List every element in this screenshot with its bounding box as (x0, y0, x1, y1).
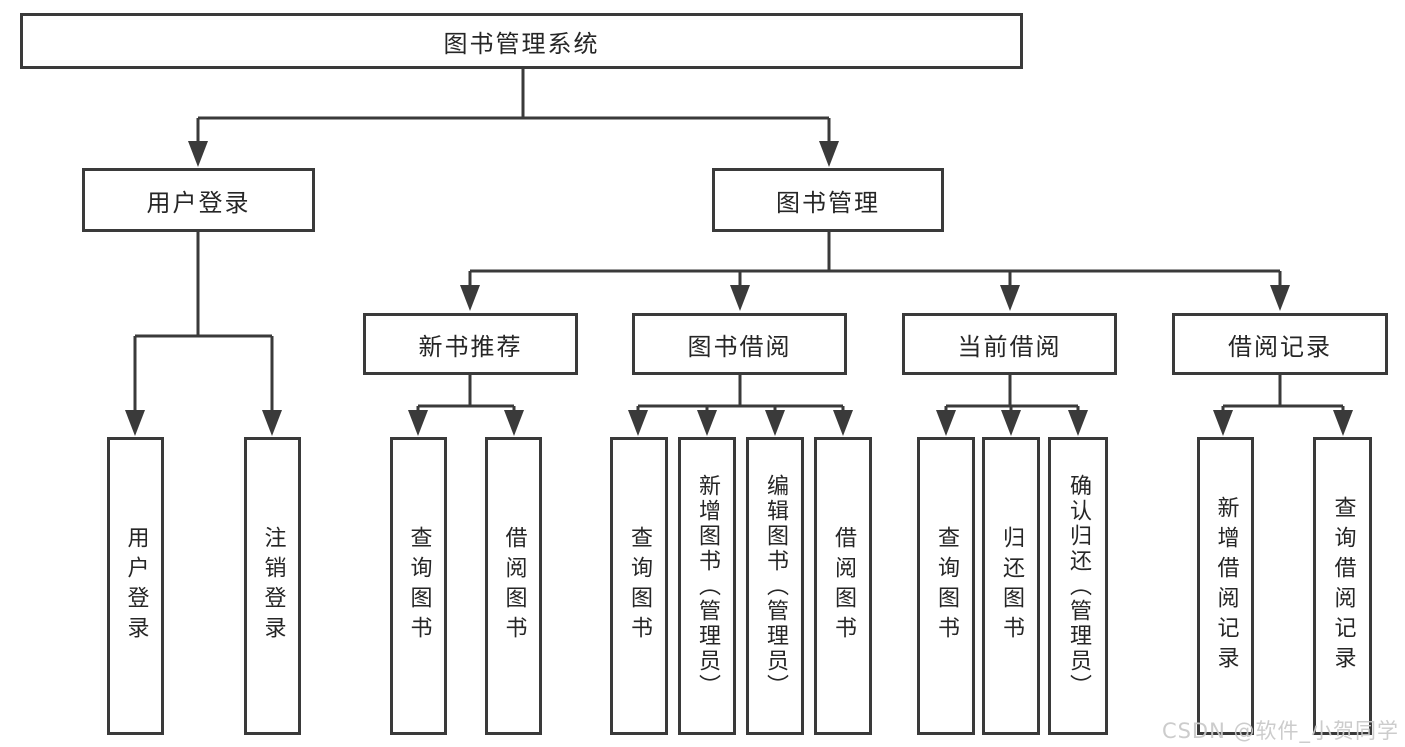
arrowhead (697, 410, 717, 436)
leaf-user-login: 用户登录 (107, 437, 164, 735)
leaf-query-books-borrow-label: 查询图书 (627, 526, 652, 646)
leaf-return-books: 归还图书 (982, 437, 1040, 735)
leaf-query-books-borrow: 查询图书 (610, 437, 668, 735)
arrowhead (1000, 285, 1020, 311)
leaf-borrow-books-newbooks-label: 借阅图书 (501, 526, 527, 646)
node-book-borrowing: 图书借阅 (632, 313, 847, 375)
leaf-edit-book-admin: 编辑图书（管理员） (746, 437, 804, 735)
arrowhead (628, 410, 648, 436)
arrowhead (1333, 410, 1353, 436)
arrowhead (504, 410, 524, 436)
leaf-query-books-current: 查询图书 (917, 437, 975, 735)
leaf-borrow-books-newbooks: 借阅图书 (485, 437, 542, 735)
leaf-logout: 注销登录 (244, 437, 301, 735)
leaf-query-borrow-record-label: 查询借阅记录 (1330, 496, 1356, 676)
edge-records-to-leaves (1221, 375, 1345, 413)
node-book-management-label: 图书管理 (776, 188, 880, 217)
arrowhead (1213, 410, 1233, 436)
leaf-add-book-admin-label: 新增图书（管理员） (695, 473, 720, 699)
leaf-query-books-newbooks-label: 查询图书 (406, 526, 432, 646)
node-book-management: 图书管理 (712, 168, 944, 232)
leaf-return-books-label: 归还图书 (999, 526, 1024, 646)
leaf-add-borrow-record-label: 新增借阅记录 (1213, 496, 1239, 676)
arrowhead (188, 141, 208, 167)
edge-bookmgmt-to-level3 (468, 232, 1282, 288)
node-new-book-recommend-label: 新书推荐 (418, 332, 523, 361)
leaf-add-book-admin: 新增图书（管理员） (678, 437, 736, 735)
node-user-login-label: 用户登录 (146, 188, 251, 217)
arrowhead (936, 410, 956, 436)
arrowhead (833, 410, 853, 436)
leaf-edit-book-admin-label: 编辑图书（管理员） (763, 473, 788, 699)
edge-userlogin-to-leaves (133, 232, 274, 413)
arrowhead (765, 410, 785, 436)
leaf-borrow-books-borrow: 借阅图书 (814, 437, 872, 735)
node-current-borrowing-label: 当前借阅 (957, 332, 1062, 361)
leaf-confirm-return-admin-label: 确认归还（管理员） (1066, 473, 1091, 699)
leaf-confirm-return-admin: 确认归还（管理员） (1048, 437, 1108, 735)
arrowhead (262, 410, 282, 436)
arrowhead (460, 285, 480, 311)
leaf-add-borrow-record: 新增借阅记录 (1197, 437, 1254, 735)
arrowhead (819, 141, 839, 167)
node-library-system: 图书管理系统 (20, 13, 1023, 69)
arrowhead (408, 410, 428, 436)
node-user-login: 用户登录 (82, 168, 315, 232)
node-current-borrowing: 当前借阅 (902, 313, 1117, 375)
node-borrowing-records-label: 借阅记录 (1228, 332, 1332, 361)
node-borrowing-records: 借阅记录 (1172, 313, 1388, 375)
edge-root-to-level2 (196, 69, 831, 144)
arrowhead (1068, 410, 1088, 436)
leaf-query-books-newbooks: 查询图书 (390, 437, 447, 735)
node-library-system-label: 图书管理系统 (443, 29, 600, 58)
arrowhead (1001, 410, 1021, 436)
edge-bookborrow-to-leaves (636, 375, 845, 413)
arrowhead (730, 285, 750, 311)
arrowhead (125, 410, 145, 436)
leaf-logout-label: 注销登录 (260, 526, 286, 646)
leaf-borrow-books-borrow-label: 借阅图书 (831, 526, 856, 646)
edge-newbooks-to-leaves (416, 375, 516, 413)
arrowhead (1270, 285, 1290, 311)
leaf-query-books-current-label: 查询图书 (934, 526, 959, 646)
node-book-borrowing-label: 图书借阅 (687, 332, 792, 361)
node-new-book-recommend: 新书推荐 (363, 313, 578, 375)
leaf-query-borrow-record: 查询借阅记录 (1313, 437, 1372, 735)
watermark: CSDN @软件_小贺同学 (1161, 719, 1399, 743)
leaf-user-login-label: 用户登录 (123, 526, 149, 646)
edge-currentborrow-to-leaves (944, 375, 1080, 413)
